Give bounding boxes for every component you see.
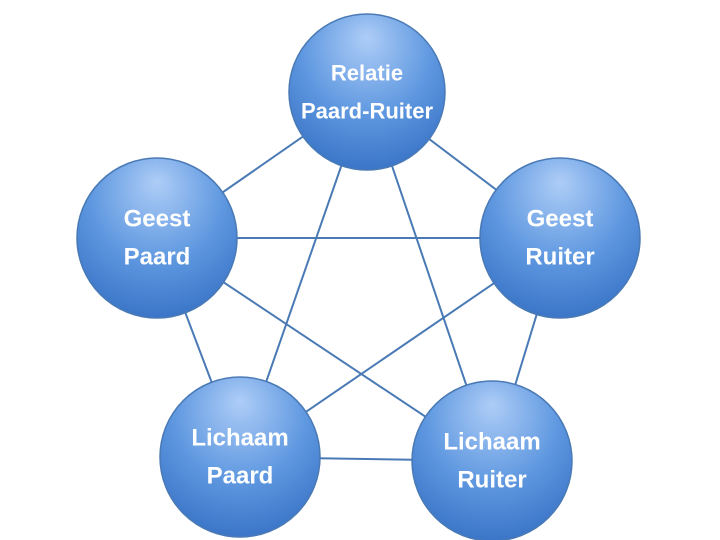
node-label-lichaam-paard-line-1: Lichaam xyxy=(191,425,288,452)
node-label-relatie-line-2: Paard-Ruiter xyxy=(301,99,433,124)
node-label-lichaam-paard-line-2: Paard xyxy=(207,463,274,490)
node-label-geest-paard-line-2: Paard xyxy=(124,244,191,271)
node-circle-relatie xyxy=(288,13,446,171)
node-label-lichaam-ruiter-line-1: Lichaam xyxy=(443,429,540,456)
node-circle-lichaam-ruiter xyxy=(411,380,573,540)
node-label-relatie-line-1: Relatie xyxy=(331,61,403,86)
node-circle-lichaam-paard xyxy=(159,376,321,538)
node-label-geest-ruiter-line-2: Ruiter xyxy=(525,244,594,271)
node-circle-geest-paard xyxy=(76,157,238,319)
nodes-layer: RelatiePaard-RuiterGeestPaardGeestRuiter… xyxy=(76,13,641,540)
node-label-lichaam-ruiter-line-2: Ruiter xyxy=(457,467,526,494)
node-label-geest-paard-line-1: Geest xyxy=(124,206,191,233)
node-label-geest-ruiter-line-1: Geest xyxy=(527,206,594,233)
node-circle-geest-ruiter xyxy=(479,157,641,319)
